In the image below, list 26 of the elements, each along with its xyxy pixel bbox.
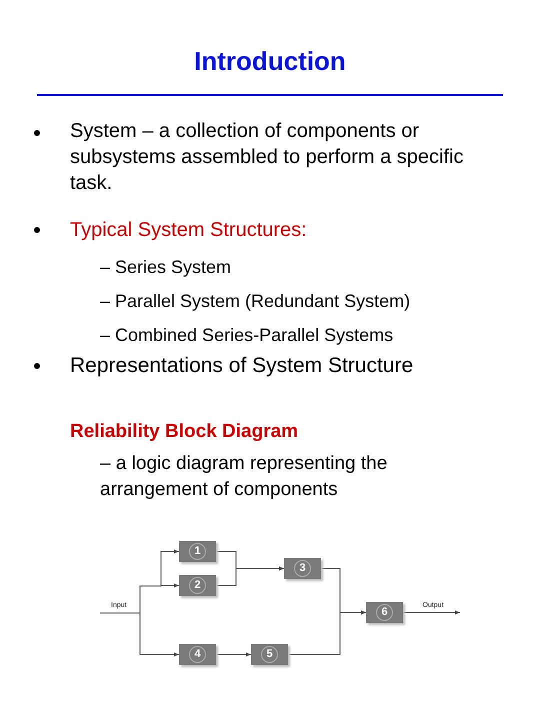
block-number: 5 [261,646,278,663]
bullet-text: Typical System Structures: [70,218,308,243]
block-box [179,541,216,562]
block-number: 3 [294,560,311,577]
block-box [179,575,216,596]
description-text: – a logic diagram representing the arrangement of components [100,452,388,502]
list-item: – Combined Series-Parallel Systems [100,324,394,347]
connector-arrow [288,610,366,655]
block-number: 1 [189,543,206,560]
connector-arrow [216,652,252,656]
block-box [366,602,403,623]
block-number: 2 [189,577,206,594]
definition-text: System – a collection of components or subsystems assembled to perform a specific task. [70,119,464,196]
connector-arrow [216,566,284,586]
bullet-text: Representations of System Structure [70,353,414,379]
subheading: Reliability Block Diagram [70,420,300,444]
block-number: 6 [376,604,393,621]
block-number: 4 [189,646,206,663]
list-item: – Parallel System (Redundant System) [100,290,412,313]
connector-arrow [100,612,180,656]
slide-title: Introduction [193,46,347,77]
block-box [251,644,288,665]
list-item: – Series System [100,256,232,279]
block-box [284,558,321,579]
connector-arrow [402,610,460,614]
block-box [179,644,216,665]
